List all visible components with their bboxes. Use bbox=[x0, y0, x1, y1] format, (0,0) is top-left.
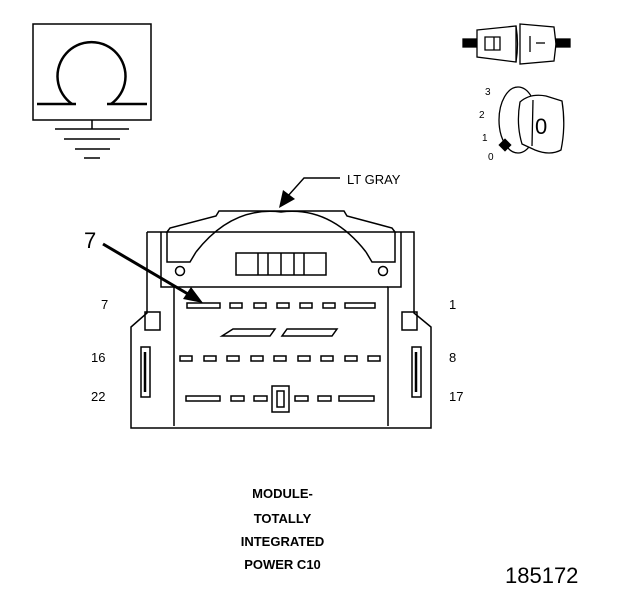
cavity-18 bbox=[317, 395, 332, 402]
key-position-3: 3 bbox=[485, 87, 491, 98]
connector-shroud bbox=[165, 210, 397, 233]
cavity-19 bbox=[294, 395, 309, 402]
cavity-16 bbox=[179, 355, 193, 362]
cavity-17 bbox=[338, 395, 375, 402]
key-right bbox=[280, 328, 339, 337]
callout-pin-number: 7 bbox=[84, 228, 97, 253]
figure-number: 185172 bbox=[505, 563, 579, 588]
cavity-12 bbox=[273, 355, 287, 362]
connector-plug-icon bbox=[462, 23, 571, 65]
pin-callout-arrow bbox=[102, 242, 203, 303]
pin-label-middle-right: 8 bbox=[449, 350, 457, 365]
alignment-hole-left bbox=[174, 265, 186, 277]
alignment-hole-right bbox=[377, 265, 389, 277]
pin-label-top-left: 7 bbox=[101, 297, 109, 312]
cavity-6 bbox=[229, 302, 243, 309]
cavity-13 bbox=[250, 355, 264, 362]
cavity-3 bbox=[299, 302, 313, 309]
pin-label-middle-left: 16 bbox=[91, 350, 106, 365]
color-callout-arrow bbox=[279, 177, 340, 208]
key-label: 0 bbox=[535, 114, 548, 139]
caption-line-3: INTEGRATED bbox=[240, 534, 325, 549]
cavity-1 bbox=[344, 302, 376, 309]
pin-label-bottom-right: 17 bbox=[449, 389, 464, 404]
connector-face bbox=[130, 210, 432, 429]
cavity-14 bbox=[226, 355, 240, 362]
cavity-21 bbox=[230, 395, 245, 402]
pin-label-bottom-left: 22 bbox=[91, 389, 106, 404]
side-lock-right bbox=[411, 346, 422, 398]
ignition-key-icon bbox=[498, 86, 565, 154]
cavity-2 bbox=[322, 302, 336, 309]
cavity-5 bbox=[253, 302, 267, 309]
caption-line-4: POWER C10 bbox=[244, 557, 321, 572]
cavity-11 bbox=[297, 355, 311, 362]
pin-cavities bbox=[179, 302, 381, 413]
side-lock-left bbox=[140, 346, 151, 398]
cavity-9 bbox=[344, 355, 358, 362]
latch-arc bbox=[195, 210, 367, 253]
key-position-0: 0 bbox=[488, 152, 494, 163]
key-left bbox=[219, 328, 277, 337]
cavity-10 bbox=[320, 355, 334, 362]
ohm-arc bbox=[56, 40, 127, 106]
key-position-2: 2 bbox=[479, 110, 485, 121]
caption-line-2: TOTALLY bbox=[253, 511, 312, 526]
cavity-7 bbox=[186, 302, 221, 309]
symbol-frame bbox=[32, 23, 152, 121]
pin-label-top-right: 1 bbox=[449, 297, 457, 312]
key-position-1: 1 bbox=[482, 133, 488, 144]
cavity-15 bbox=[203, 355, 217, 362]
cavity-22 bbox=[185, 395, 221, 402]
cavity-8 bbox=[367, 355, 381, 362]
cavity-4 bbox=[276, 302, 290, 309]
ground-symbol bbox=[32, 23, 152, 159]
connector-color-label: LT GRAY bbox=[347, 172, 401, 187]
caption-line-1: MODULE- bbox=[252, 486, 313, 501]
cavity-20 bbox=[253, 395, 268, 402]
